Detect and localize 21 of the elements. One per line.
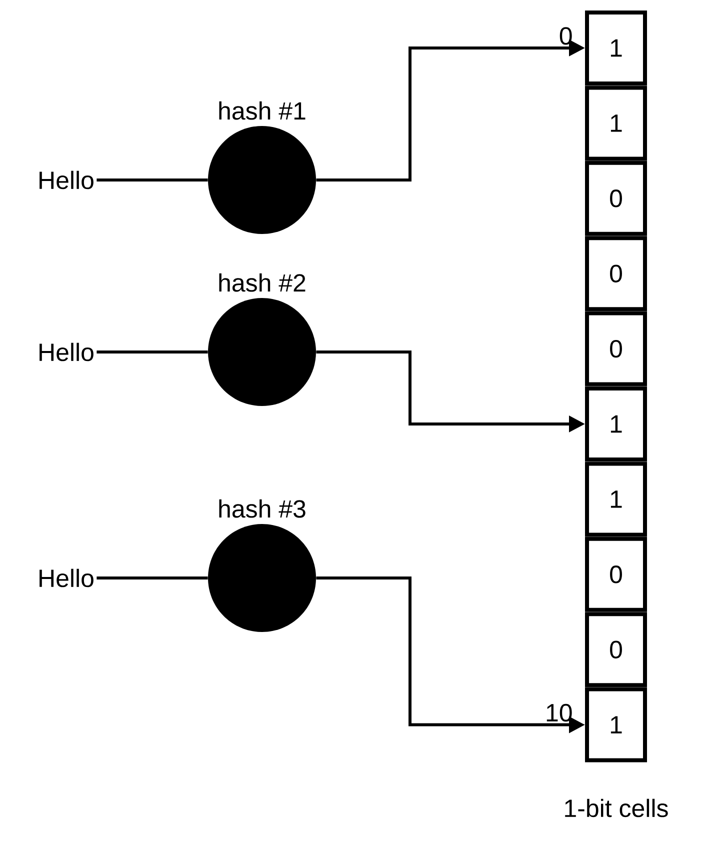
bit-cell: 0	[585, 612, 647, 688]
bit-cell: 0	[585, 311, 647, 386]
bit-cell: 0	[585, 160, 647, 236]
bit-cell: 1	[585, 10, 647, 86]
input-text: Hello	[40, 170, 94, 190]
bit-cell: 0	[585, 236, 647, 312]
bit-cell: 1	[585, 462, 647, 537]
input-text: Hello	[40, 342, 94, 362]
bit-cell: 1	[585, 386, 647, 462]
connector-line	[96, 350, 208, 354]
input-text: Hello	[40, 568, 94, 588]
bit-cell: 1	[585, 687, 647, 762]
caption-text: 1-bit cells	[565, 798, 668, 818]
node-label: hash #3	[219, 499, 306, 518]
node-label: hash #2	[219, 273, 306, 292]
connector-line	[96, 576, 208, 580]
node-label: hash #1	[219, 101, 306, 120]
bit-cell: 0	[585, 536, 647, 612]
index-label: 10	[546, 704, 572, 722]
bit-cell: 1	[585, 86, 647, 161]
connector-line	[96, 178, 208, 182]
